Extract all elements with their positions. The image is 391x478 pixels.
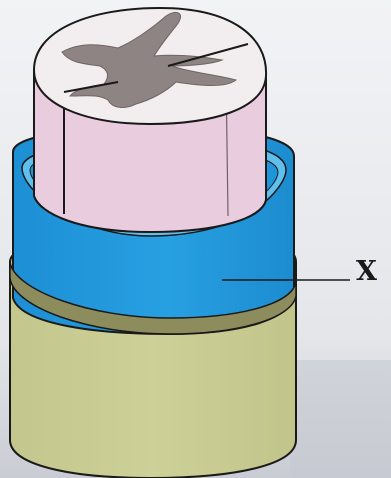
label-x: X <box>356 258 377 285</box>
background-band <box>290 360 391 478</box>
